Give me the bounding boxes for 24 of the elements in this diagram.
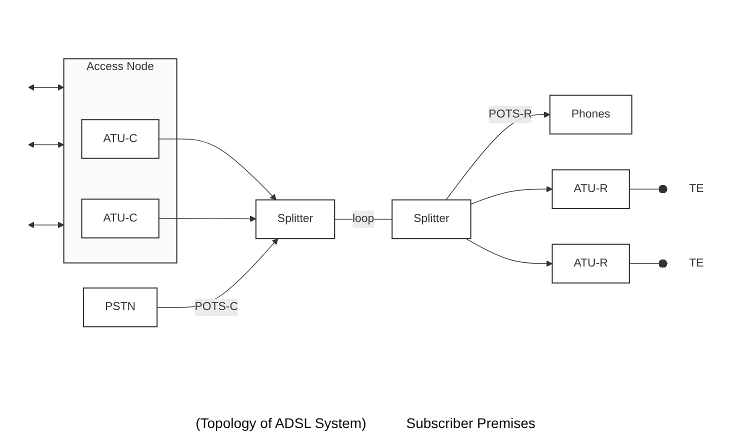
node-box: ATU-C bbox=[81, 118, 160, 159]
edge-label: POTS-R bbox=[488, 108, 532, 120]
edge-label: POTS-C bbox=[194, 300, 238, 313]
arrow bbox=[28, 222, 64, 228]
node-box: ATU-C bbox=[81, 198, 160, 238]
note-label: Subscriber Premises bbox=[406, 415, 536, 431]
arrow bbox=[158, 215, 256, 222]
arrow bbox=[28, 84, 64, 90]
node-box: Phones bbox=[549, 94, 632, 134]
connector bbox=[629, 259, 668, 268]
node-box: ATU-R bbox=[552, 244, 630, 284]
arrow bbox=[470, 186, 553, 204]
node-box: Splitter bbox=[255, 199, 336, 239]
caption: (Topology of ADSL System) bbox=[196, 415, 366, 431]
node-box: ATU-R bbox=[552, 169, 630, 209]
connector bbox=[629, 184, 668, 194]
arrow bbox=[158, 138, 277, 200]
node-box: PSTN bbox=[82, 287, 158, 328]
arrow bbox=[28, 141, 64, 148]
edge-label: loop bbox=[352, 212, 374, 225]
arrow bbox=[465, 238, 553, 267]
node-box: Splitter bbox=[392, 199, 472, 239]
node-text: TE bbox=[689, 182, 704, 195]
node-text: TE bbox=[689, 256, 704, 270]
